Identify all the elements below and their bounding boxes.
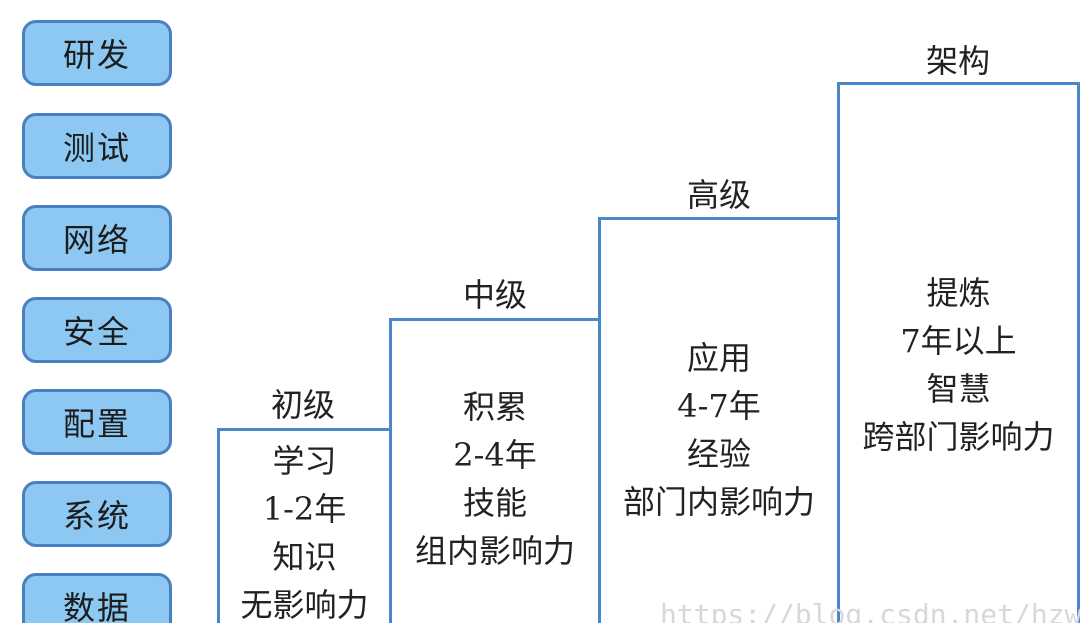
level-senior-line-1: 应用: [686, 339, 751, 377]
level-box-junior: 学习 1-2年 知识 无影响力: [217, 428, 392, 623]
level-junior-line-1: 学习: [272, 442, 337, 480]
watermark-text: https://blog.csdn.net/hzwi..: [660, 598, 1080, 623]
category-pill-security: 安全: [22, 297, 172, 363]
level-architect-line-3: 智慧: [926, 370, 991, 408]
level-junior-line-3: 知识: [272, 538, 337, 576]
level-box-senior: 应用 4-7年 经验 部门内影响力: [598, 217, 840, 623]
category-pill-network: 网络: [22, 205, 172, 271]
level-title-senior: 高级: [686, 176, 751, 214]
level-box-senior-text: 应用 4-7年 经验 部门内影响力: [601, 334, 837, 526]
level-title-intermediate: 中级: [462, 276, 527, 314]
level-box-intermediate: 积累 2-4年 技能 组内影响力: [389, 318, 601, 623]
category-pill-test: 测试: [22, 113, 172, 179]
level-box-junior-text: 学习 1-2年 知识 无影响力: [220, 437, 389, 623]
level-box-intermediate-text: 积累 2-4年 技能 组内影响力: [392, 383, 598, 575]
level-intermediate-line-4: 组内影响力: [414, 532, 575, 570]
level-box-architect-text: 提炼 7年以上 智慧 跨部门影响力: [840, 269, 1077, 461]
level-intermediate-line-2: 2-4年: [453, 436, 537, 474]
level-intermediate-line-3: 技能: [462, 484, 527, 522]
level-senior-line-2: 4-7年: [677, 387, 761, 425]
level-title-junior: 初级: [270, 386, 335, 424]
level-junior-line-4: 无影响力: [240, 586, 369, 623]
level-intermediate-line-1: 积累: [462, 388, 527, 426]
level-architect-line-4: 跨部门影响力: [862, 418, 1055, 456]
level-senior-line-4: 部门内影响力: [622, 483, 815, 521]
level-senior-line-3: 经验: [686, 435, 751, 473]
level-architect-line-1: 提炼: [926, 274, 991, 312]
category-pill-system: 系统: [22, 481, 172, 547]
level-junior-line-2: 1-2年: [262, 490, 347, 528]
category-pill-data: 数据: [22, 573, 172, 623]
category-pill-config: 配置: [22, 389, 172, 455]
level-title-architect: 架构: [925, 42, 990, 80]
level-architect-line-2: 7年以上: [900, 322, 1017, 360]
level-box-architect: 提炼 7年以上 智慧 跨部门影响力: [837, 82, 1080, 623]
category-pill-rd: 研发: [22, 20, 172, 86]
